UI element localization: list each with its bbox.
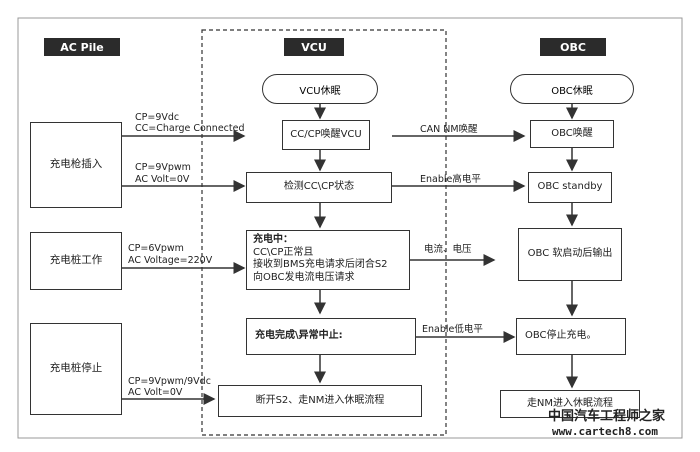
label-cp-6vpwm: CP=6Vpwm	[128, 243, 184, 254]
vcu-detect-node: 检测CC\CP状态	[246, 172, 392, 203]
vcu-done-node: 充电完成\异常中止:	[246, 318, 416, 355]
obc-standby-node: OBC standby	[528, 172, 612, 203]
obc-stop-node: OBC停止充电。	[516, 318, 626, 355]
box-pile-working: 充电桩工作	[30, 232, 122, 290]
label-ac-voltage-220: AC Voltage=220V	[128, 255, 213, 266]
header-obc: OBC	[540, 38, 606, 56]
obc-nm-sleep-node: 走NM进入休眠流程	[500, 390, 640, 418]
header-ac-pile: AC Pile	[44, 38, 120, 56]
charging-title: 充电中：	[253, 234, 293, 245]
vcu-wake-node: CC/CP唤醒VCU	[282, 120, 370, 150]
watermark-line-2: www.cartech8.com	[552, 425, 658, 438]
watermark-line-1: 中国汽车工程师之家	[548, 409, 666, 424]
charging-line-1: CC\CP正常且	[253, 246, 314, 258]
label-cp-9vpwm: CP=9Vpwm	[135, 162, 191, 173]
obc-wake-node: OBC唤醒	[530, 120, 614, 148]
label-enable-high: Enable高电平	[420, 174, 481, 185]
outer-frame	[17, 17, 683, 439]
header-vcu: VCU	[284, 38, 344, 56]
vcu-sleep-node: VCU休眠	[262, 74, 378, 104]
vcu-charging-node: 充电中： CC\CP正常且 接收到BMS充电请求后闭合S2 向OBC发电流电压请…	[246, 230, 410, 290]
label-enable-low: Enable低电平	[422, 324, 483, 335]
label-can-nm: CAN NM唤醒	[420, 124, 478, 135]
label-cp-9vpwm-9vdc: CP=9Vpwm/9Vdc	[128, 376, 211, 387]
obc-soft-start-node: OBC 软启动后输出	[518, 228, 622, 281]
charging-line-3: 向OBC发电流电压请求	[253, 271, 355, 283]
box-plug-in: 充电枪插入	[30, 122, 122, 208]
label-current-voltage: 电流、电压	[424, 244, 472, 255]
box-pile-stop: 充电桩停止	[30, 323, 122, 415]
label-ac-volt-0-b: AC Volt=0V	[128, 387, 183, 398]
charging-line-2: 接收到BMS充电请求后闭合S2	[253, 259, 388, 270]
label-cc-connected: CC=Charge Connected	[135, 123, 245, 134]
obc-sleep-node: OBC休眠	[510, 74, 634, 104]
label-cp-9vdc: CP=9Vdc	[135, 112, 180, 123]
vcu-off-node: 断开S2、走NM进入休眠流程	[218, 385, 422, 417]
label-ac-volt-0-a: AC Volt=0V	[135, 174, 190, 185]
vcu-region	[201, 29, 447, 436]
